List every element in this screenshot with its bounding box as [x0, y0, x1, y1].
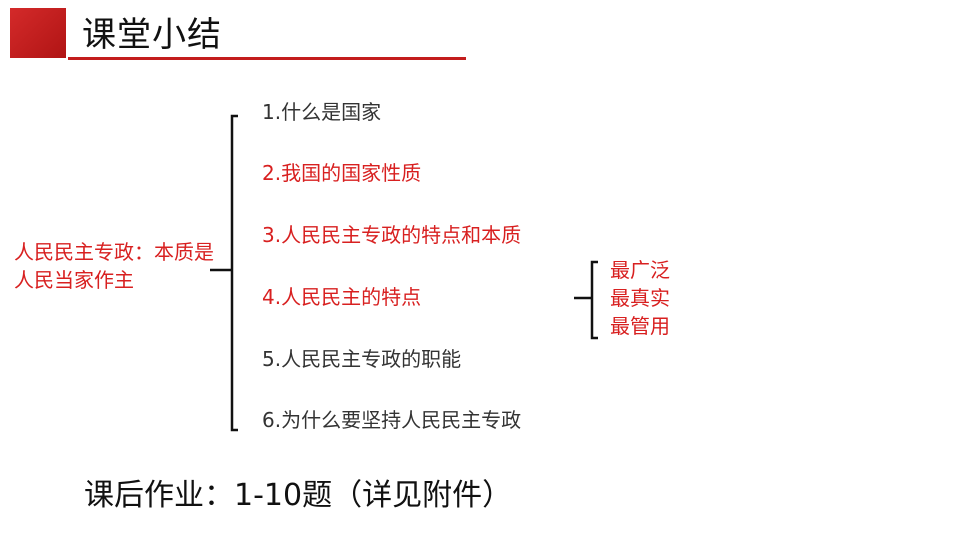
summary-statement: 人民民主专政：本质是人民当家作主: [14, 240, 214, 292]
side-brace: [590, 260, 598, 340]
title-underline: [68, 57, 466, 60]
summary-item-6: 6.为什么要坚持人民民主专政: [262, 408, 522, 432]
summary-item-3: 3.人民民主专政的特点和本质: [262, 223, 522, 247]
summary-item-2: 2.我国的国家性质: [262, 161, 422, 185]
slide-title: 课堂小结: [82, 15, 222, 55]
feature-list: 最广泛 最真实 最管用: [610, 256, 670, 340]
feature-item: 最管用: [610, 314, 670, 338]
feature-item: 最广泛: [610, 258, 670, 282]
summary-item-4: 4.人民民主的特点: [262, 285, 422, 309]
header-accent-block: [10, 8, 66, 58]
main-brace: [230, 114, 238, 432]
feature-item: 最真实: [610, 286, 670, 310]
summary-item-1: 1.什么是国家: [262, 100, 382, 124]
homework-note: 课后作业：1-10题（详见附件）: [84, 478, 513, 513]
summary-item-5: 5.人民民主专政的职能: [262, 347, 462, 371]
